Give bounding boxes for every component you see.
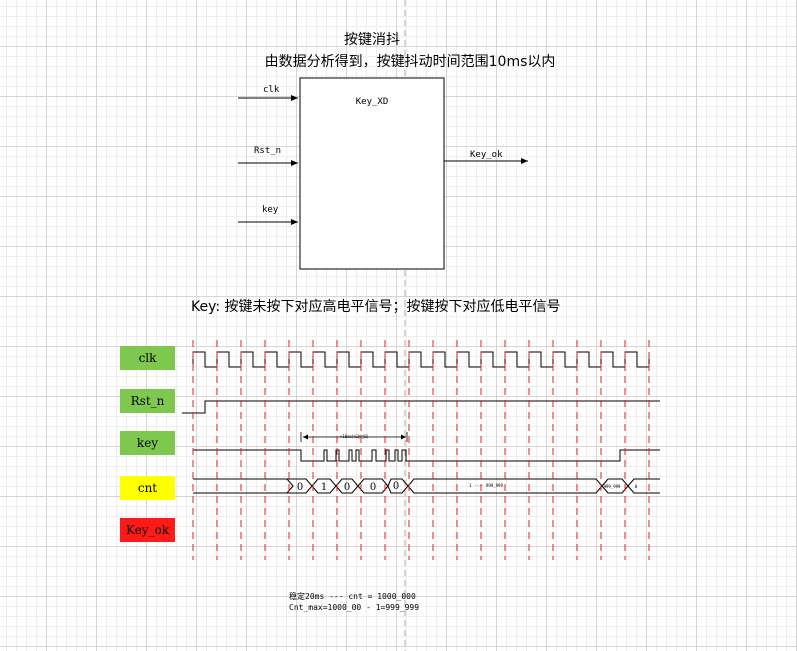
signal-label-keyok-box xyxy=(120,518,175,542)
clk-waveform xyxy=(192,351,650,368)
cnt-value-5: 0 xyxy=(393,481,399,492)
signal-label-cnt: cnt xyxy=(120,476,175,500)
cnt-value-4: 0 xyxy=(370,482,376,493)
key-input-label: key xyxy=(262,205,279,215)
cnt-value-3: 0 xyxy=(344,482,350,493)
diagram-subtitle: 由数据分析得到，按键抖动时间范围10ms以内 xyxy=(265,53,556,70)
keyok-output-label: Key_ok xyxy=(470,150,503,160)
signal-label-cnt-text: cnt xyxy=(138,481,157,495)
clock-edge-guides xyxy=(192,340,650,560)
cnt-value-2: 1 xyxy=(321,482,327,493)
cnt-bus xyxy=(193,478,660,494)
signal-label-clk-box xyxy=(120,346,175,370)
cnt-range-end-left: 999_999 xyxy=(604,484,621,489)
rst-waveform xyxy=(182,400,660,414)
cnt-max-note: Cnt_max=1000_00 - 1=999_999 xyxy=(289,603,419,612)
signal-label-cnt-box xyxy=(120,476,175,500)
module-block xyxy=(299,77,445,270)
signal-label-clk: clk xyxy=(120,346,175,370)
cnt-range-main: 1 ---- 999_999 xyxy=(469,483,503,488)
signal-label-key-box xyxy=(120,431,175,455)
rst-input-label: Rst_n xyxy=(254,146,281,156)
signal-label-rst-text: Rst_n xyxy=(131,394,165,408)
signal-label-rst-box xyxy=(120,389,175,413)
cnt-value-1: 0 xyxy=(297,482,303,493)
signal-label-keyok-text: Key_ok xyxy=(126,523,170,537)
signal-label-key: key xyxy=(120,431,175,455)
module-name: Key_XD xyxy=(356,97,389,107)
cnt-range-end-right: 0 xyxy=(635,484,638,489)
signal-label-key-text: key xyxy=(137,436,158,450)
signal-label-keyok: Key_ok xyxy=(120,518,175,542)
jitter-span-label: <10ms抖动时间 xyxy=(340,433,368,439)
stable-note: 稳定20ms --- cnt = 1000_000 xyxy=(289,591,416,601)
key-note: Key: 按键未按下对应高电平信号；按键按下对应低电平信号 xyxy=(191,298,561,315)
signal-label-rst: Rst_n xyxy=(120,389,175,413)
key-waveform xyxy=(193,449,660,462)
signal-label-clk-text: clk xyxy=(139,351,158,365)
diagram-title: 按键消抖 xyxy=(344,32,400,48)
clk-input-label: clk xyxy=(263,85,280,95)
